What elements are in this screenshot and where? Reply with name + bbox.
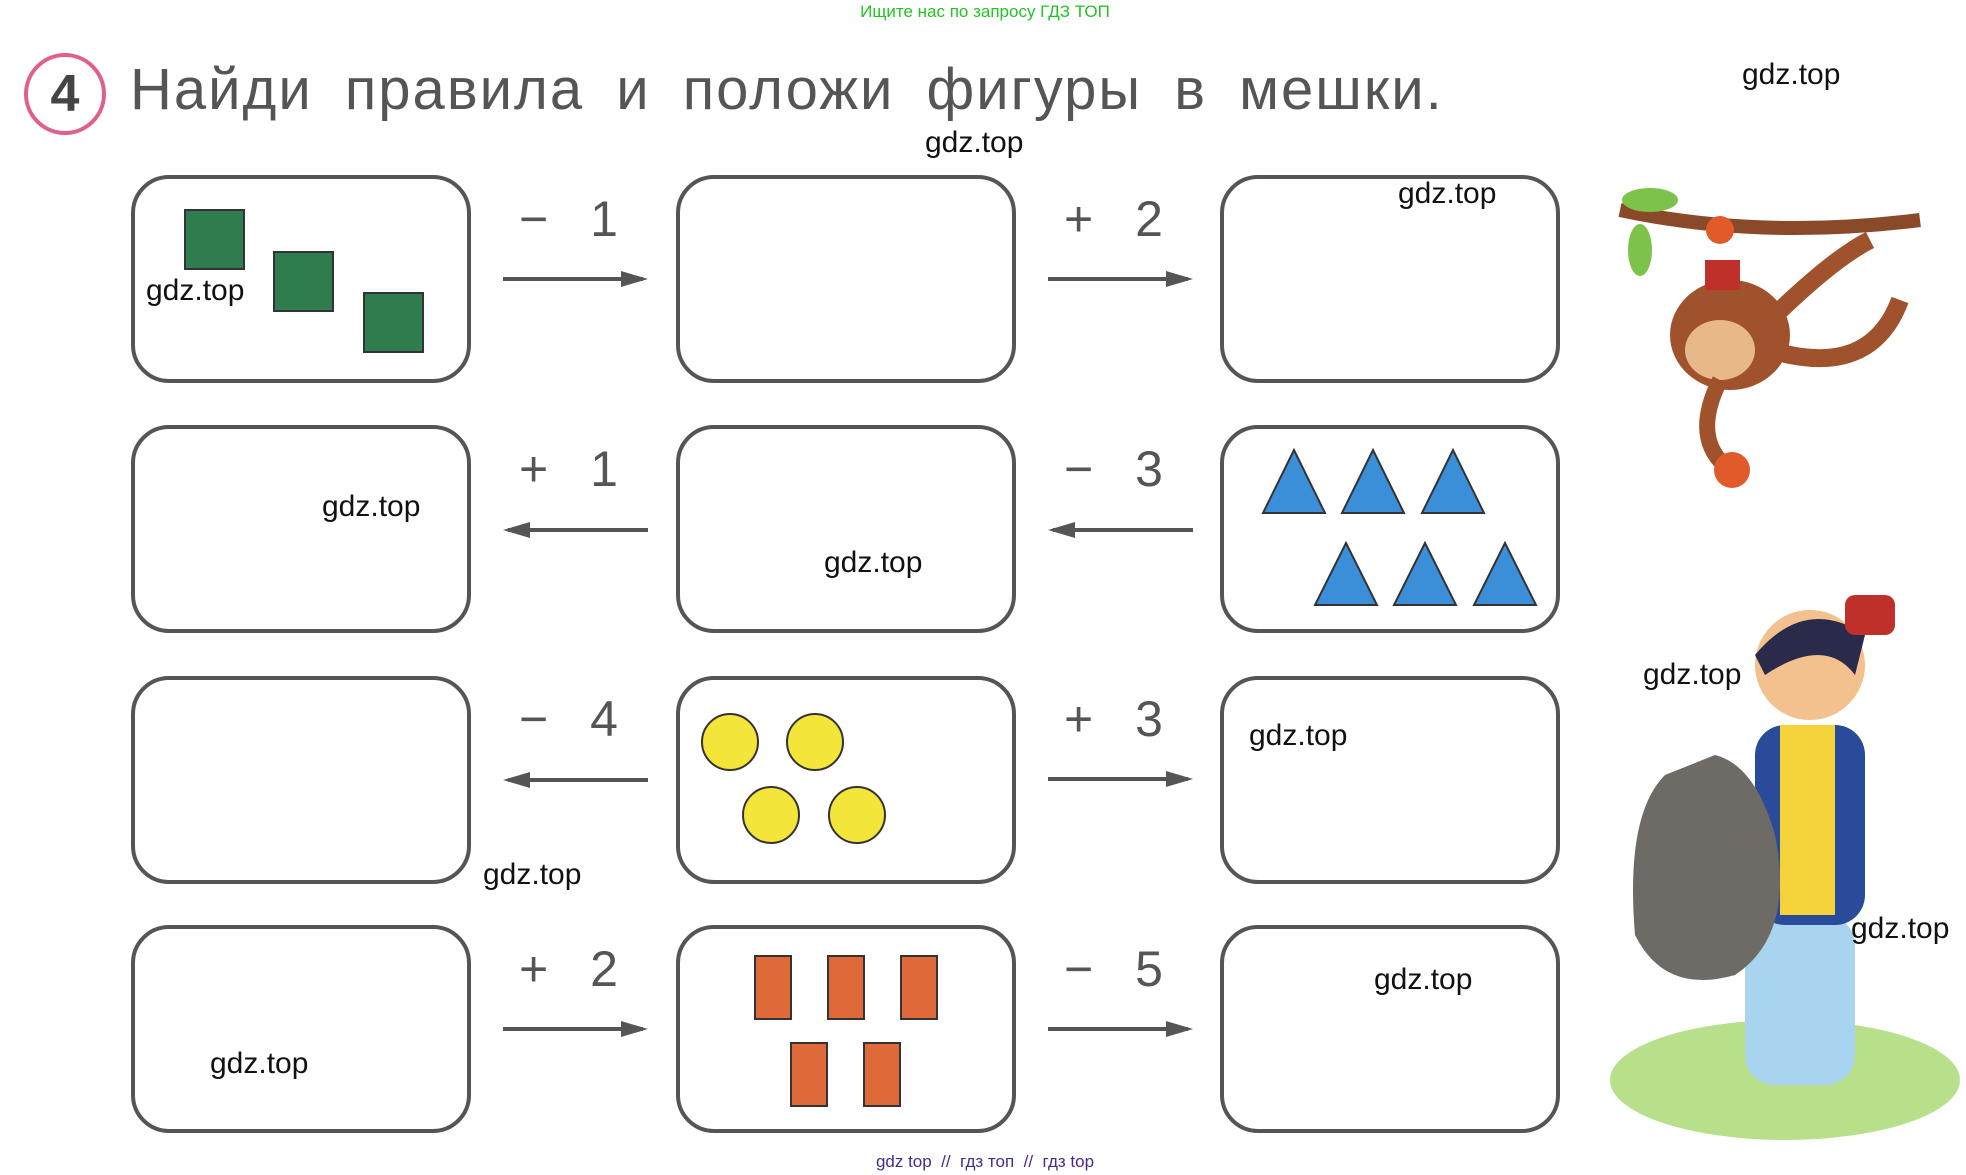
yellow-circle bbox=[701, 713, 759, 771]
blue-triangle bbox=[1392, 540, 1458, 606]
operation-label: + 3 bbox=[1064, 691, 1177, 747]
arrow-right-icon bbox=[503, 271, 648, 287]
orange-rectangle bbox=[827, 955, 865, 1020]
watermark: gdz.top bbox=[483, 858, 582, 891]
watermark: gdz.top bbox=[1643, 658, 1742, 691]
orange-rectangle bbox=[790, 1042, 828, 1107]
watermark: gdz.top bbox=[1742, 58, 1841, 91]
blue-triangle bbox=[1313, 540, 1379, 606]
orange-rectangle bbox=[900, 955, 938, 1020]
green-square bbox=[184, 209, 245, 270]
watermark: gdz.top bbox=[146, 274, 245, 307]
bag-box-r3c3 bbox=[1220, 676, 1560, 884]
operation-label: − 4 bbox=[519, 691, 632, 747]
watermark: gdz.top bbox=[925, 126, 1024, 159]
watermark: gdz.top bbox=[1249, 719, 1348, 752]
watermark: gdz.top bbox=[1851, 912, 1950, 945]
yellow-circle bbox=[828, 786, 886, 844]
arrow-right-icon bbox=[1048, 271, 1193, 287]
bag-box-r1c3 bbox=[1220, 175, 1560, 383]
bag-box-r4c3 bbox=[1220, 925, 1560, 1133]
operation-label: + 2 bbox=[519, 941, 632, 997]
watermark: gdz.top bbox=[1398, 177, 1497, 210]
orange-rectangle bbox=[754, 955, 792, 1020]
green-square bbox=[273, 251, 334, 312]
arrow-left-icon bbox=[503, 522, 648, 538]
operation-label: + 1 bbox=[519, 441, 632, 497]
operation-label: − 5 bbox=[1064, 941, 1177, 997]
bag-box-r2c2 bbox=[676, 425, 1016, 633]
blue-triangle bbox=[1420, 447, 1486, 514]
footer-watermark: gdz top // гдз топ // гдз top bbox=[875, 1152, 1095, 1171]
green-square bbox=[363, 292, 424, 353]
watermark: gdz.top bbox=[210, 1047, 309, 1080]
arrow-left-icon bbox=[503, 772, 648, 788]
blue-triangle bbox=[1261, 447, 1327, 514]
yellow-circle bbox=[742, 786, 800, 844]
blue-triangle bbox=[1472, 540, 1538, 606]
bag-box-r1c2 bbox=[676, 175, 1016, 383]
boy-with-bag-illustration bbox=[1610, 595, 1960, 1140]
arrow-right-icon bbox=[1048, 1021, 1193, 1037]
task-number: 4 bbox=[24, 53, 106, 135]
bag-box-r3c2 bbox=[676, 676, 1016, 884]
search-note: Ищите нас по запросу ГДЗ ТОП bbox=[860, 2, 1110, 21]
task-title: Найди правила и положи фигуры в мешки. bbox=[130, 57, 1444, 122]
orange-rectangle bbox=[863, 1042, 901, 1107]
operation-label: − 1 bbox=[519, 191, 632, 247]
arrow-left-icon bbox=[1048, 522, 1193, 538]
arrow-right-icon bbox=[1048, 771, 1193, 787]
bag-box-r3c1 bbox=[131, 676, 471, 884]
blue-triangle bbox=[1340, 447, 1406, 514]
watermark: gdz.top bbox=[1374, 963, 1473, 996]
watermark: gdz.top bbox=[824, 546, 923, 579]
yellow-circle bbox=[786, 713, 844, 771]
watermark: gdz.top bbox=[322, 490, 421, 523]
monkey-illustration bbox=[1618, 188, 1921, 488]
arrow-right-icon bbox=[503, 1021, 648, 1037]
bag-box-r4c1 bbox=[131, 925, 471, 1133]
operation-label: − 3 bbox=[1064, 441, 1177, 497]
bag-box-r2c1 bbox=[131, 425, 471, 633]
operation-label: + 2 bbox=[1064, 191, 1177, 247]
